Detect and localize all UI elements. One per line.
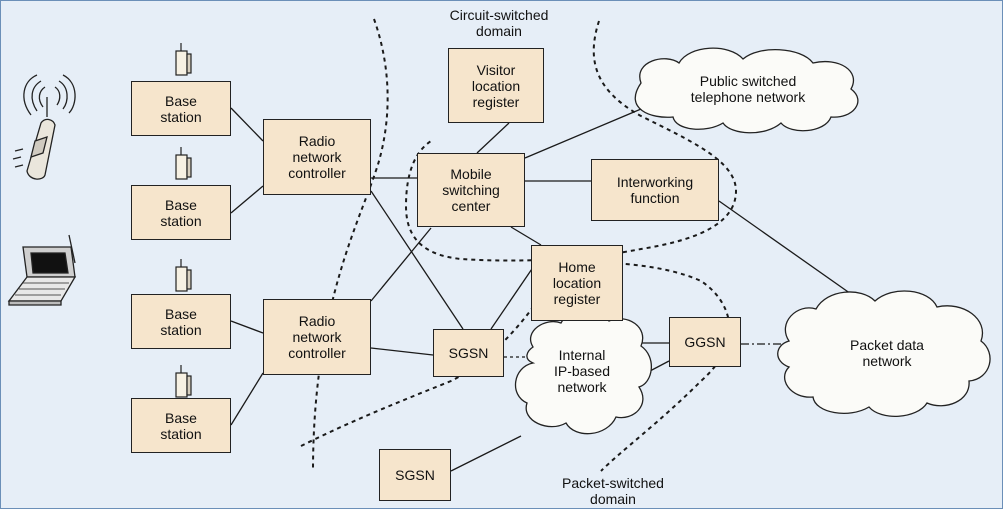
interworking-function: Interworking function: [591, 159, 719, 221]
base-station-2: Base station: [131, 185, 231, 240]
home-location-register: Home location register: [531, 245, 623, 321]
base-station-1: Base station: [131, 81, 231, 136]
packet-data-cloud: [777, 290, 991, 418]
link-msc-pstn: [524, 108, 642, 159]
base-station-4: Base station: [131, 398, 231, 453]
circuit-domain-label: Circuit-switched domain: [449, 7, 549, 39]
link-bs1-rnc1: [230, 107, 264, 142]
data-links: [504, 342, 789, 358]
pstn-label: Public switched telephone network: [690, 73, 806, 105]
pstn-cloud: [634, 47, 859, 134]
circuit-domain-boundary-right: [404, 20, 738, 262]
link-bs4-rnc2: [230, 372, 264, 426]
antenna-icon: [175, 259, 192, 292]
ip-network-label: Internal IP-based network: [553, 347, 611, 395]
clouds: [514, 47, 991, 435]
link-bs3-rnc2: [230, 320, 264, 334]
mobile-phone-icon: [12, 74, 76, 180]
antenna-icon: [175, 147, 192, 180]
connections: [230, 107, 862, 472]
visitor-location-register: Visitor location register: [448, 48, 544, 123]
link-bs2-rnc1: [230, 185, 264, 214]
link-sgsn2-ipnet: [450, 435, 522, 472]
ggsn: GGSN: [669, 317, 741, 367]
sgsn-1: SGSN: [433, 329, 504, 377]
circuit-domain-boundary-left: [312, 18, 389, 472]
link-iwf-packet-data: [718, 200, 862, 302]
sgsn-2: SGSN: [379, 449, 451, 501]
antennas: [175, 43, 192, 398]
radio-waves-icon: [23, 74, 76, 116]
link-msc-hlr: [510, 226, 542, 246]
antenna-icon: [175, 43, 192, 76]
link-vlr-msc: [476, 122, 510, 154]
radio-network-controller-1: Radio network controller: [263, 119, 371, 195]
packet-domain-label: Packet-switched domain: [562, 475, 664, 507]
packet-data-label: Packet data network: [850, 337, 924, 369]
antenna-icon: [175, 365, 192, 398]
radio-network-controller-2: Radio network controller: [263, 299, 371, 375]
base-station-3: Base station: [131, 294, 231, 349]
link-rnc2-msc: [370, 227, 432, 302]
link-rnc2-sgsn1: [370, 347, 434, 356]
link-rnc1-sgsn1: [370, 190, 464, 330]
mobile-switching-center: Mobile switching center: [417, 153, 525, 227]
laptop-icon: [7, 234, 77, 306]
link-hlr-sgsn1: [490, 262, 537, 330]
